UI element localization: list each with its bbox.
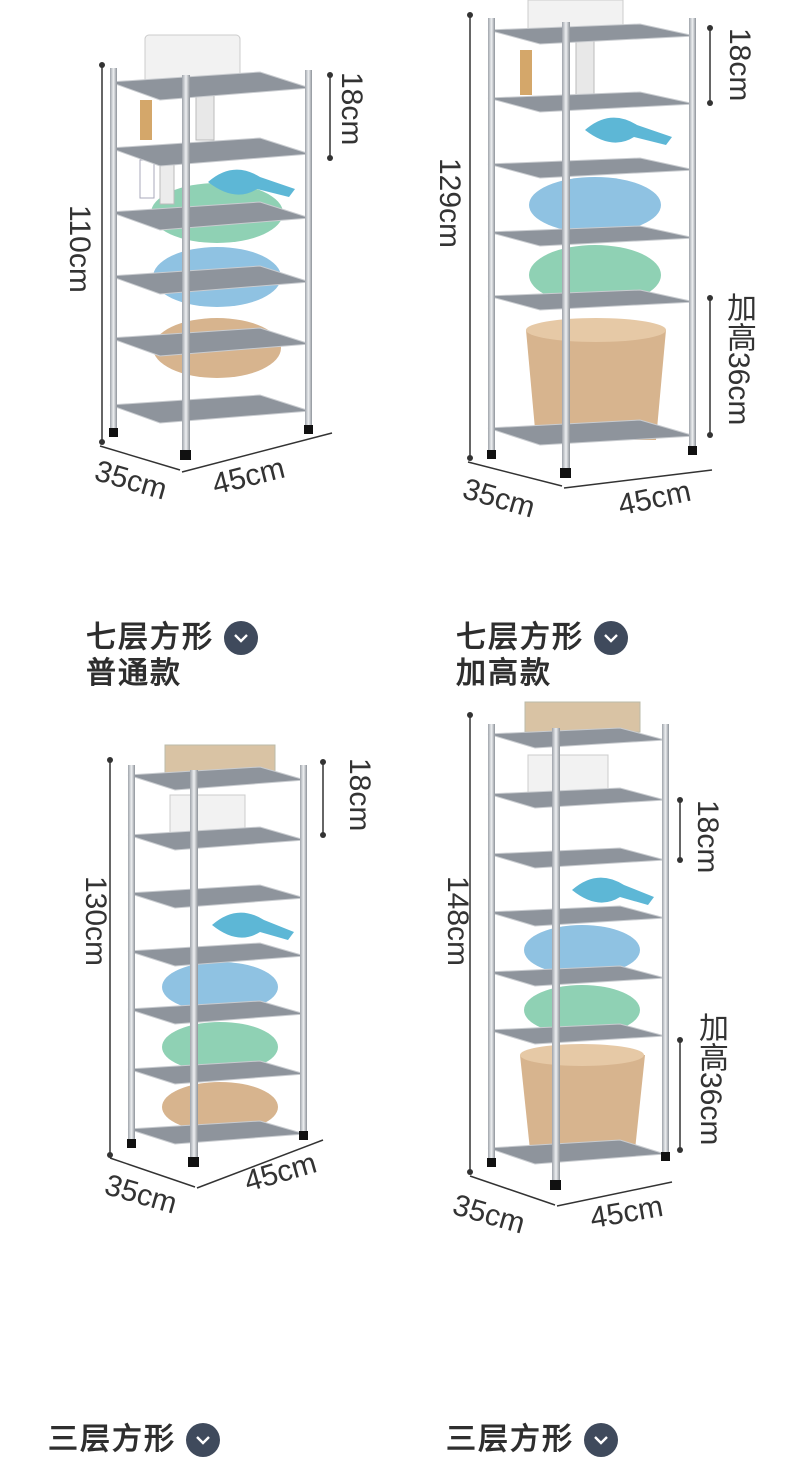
title-line1: 三层方形 xyxy=(48,1422,176,1457)
rack-top-left xyxy=(60,20,380,520)
chevron-down-icon[interactable] xyxy=(186,1423,220,1457)
rack-illustration xyxy=(467,701,683,1207)
title-line2: 普通款 xyxy=(86,656,182,691)
section-title-left: 七层方形 普通款 xyxy=(86,620,258,692)
section-title-right: 七层方形 加高款 xyxy=(456,620,628,692)
height-label: 148cm xyxy=(441,876,474,967)
gap-label: 18cm xyxy=(343,758,376,832)
tall-gap-label: 加高36cm xyxy=(694,1012,727,1146)
rack-illustration xyxy=(99,34,333,473)
rack-mid-left xyxy=(90,735,380,1235)
chevron-down-icon[interactable] xyxy=(594,621,628,655)
height-label: 130cm xyxy=(79,876,112,967)
height-label: 129cm xyxy=(433,158,466,249)
title-line1: 三层方形 xyxy=(446,1422,574,1457)
rack-mid-right xyxy=(440,700,750,1260)
title-line1: 七层方形 xyxy=(456,620,584,655)
height-label: 110cm xyxy=(63,205,96,293)
rack-top-right xyxy=(440,0,770,520)
section-title-bottom-left: 三层方形 xyxy=(48,1422,220,1458)
rack-illustration xyxy=(107,744,326,1189)
chevron-down-icon[interactable] xyxy=(584,1423,618,1457)
section-title-bottom-right: 三层方形 xyxy=(446,1422,618,1458)
title-line1: 七层方形 xyxy=(86,620,214,655)
title-line2: 加高款 xyxy=(456,656,552,691)
gap-label: 18cm xyxy=(335,72,368,146)
rack-illustration xyxy=(467,0,713,489)
gap-label: 18cm xyxy=(691,800,724,874)
tall-gap-label: 加高36cm xyxy=(722,292,755,426)
gap-label: 18cm xyxy=(723,28,756,102)
chevron-down-icon[interactable] xyxy=(224,621,258,655)
